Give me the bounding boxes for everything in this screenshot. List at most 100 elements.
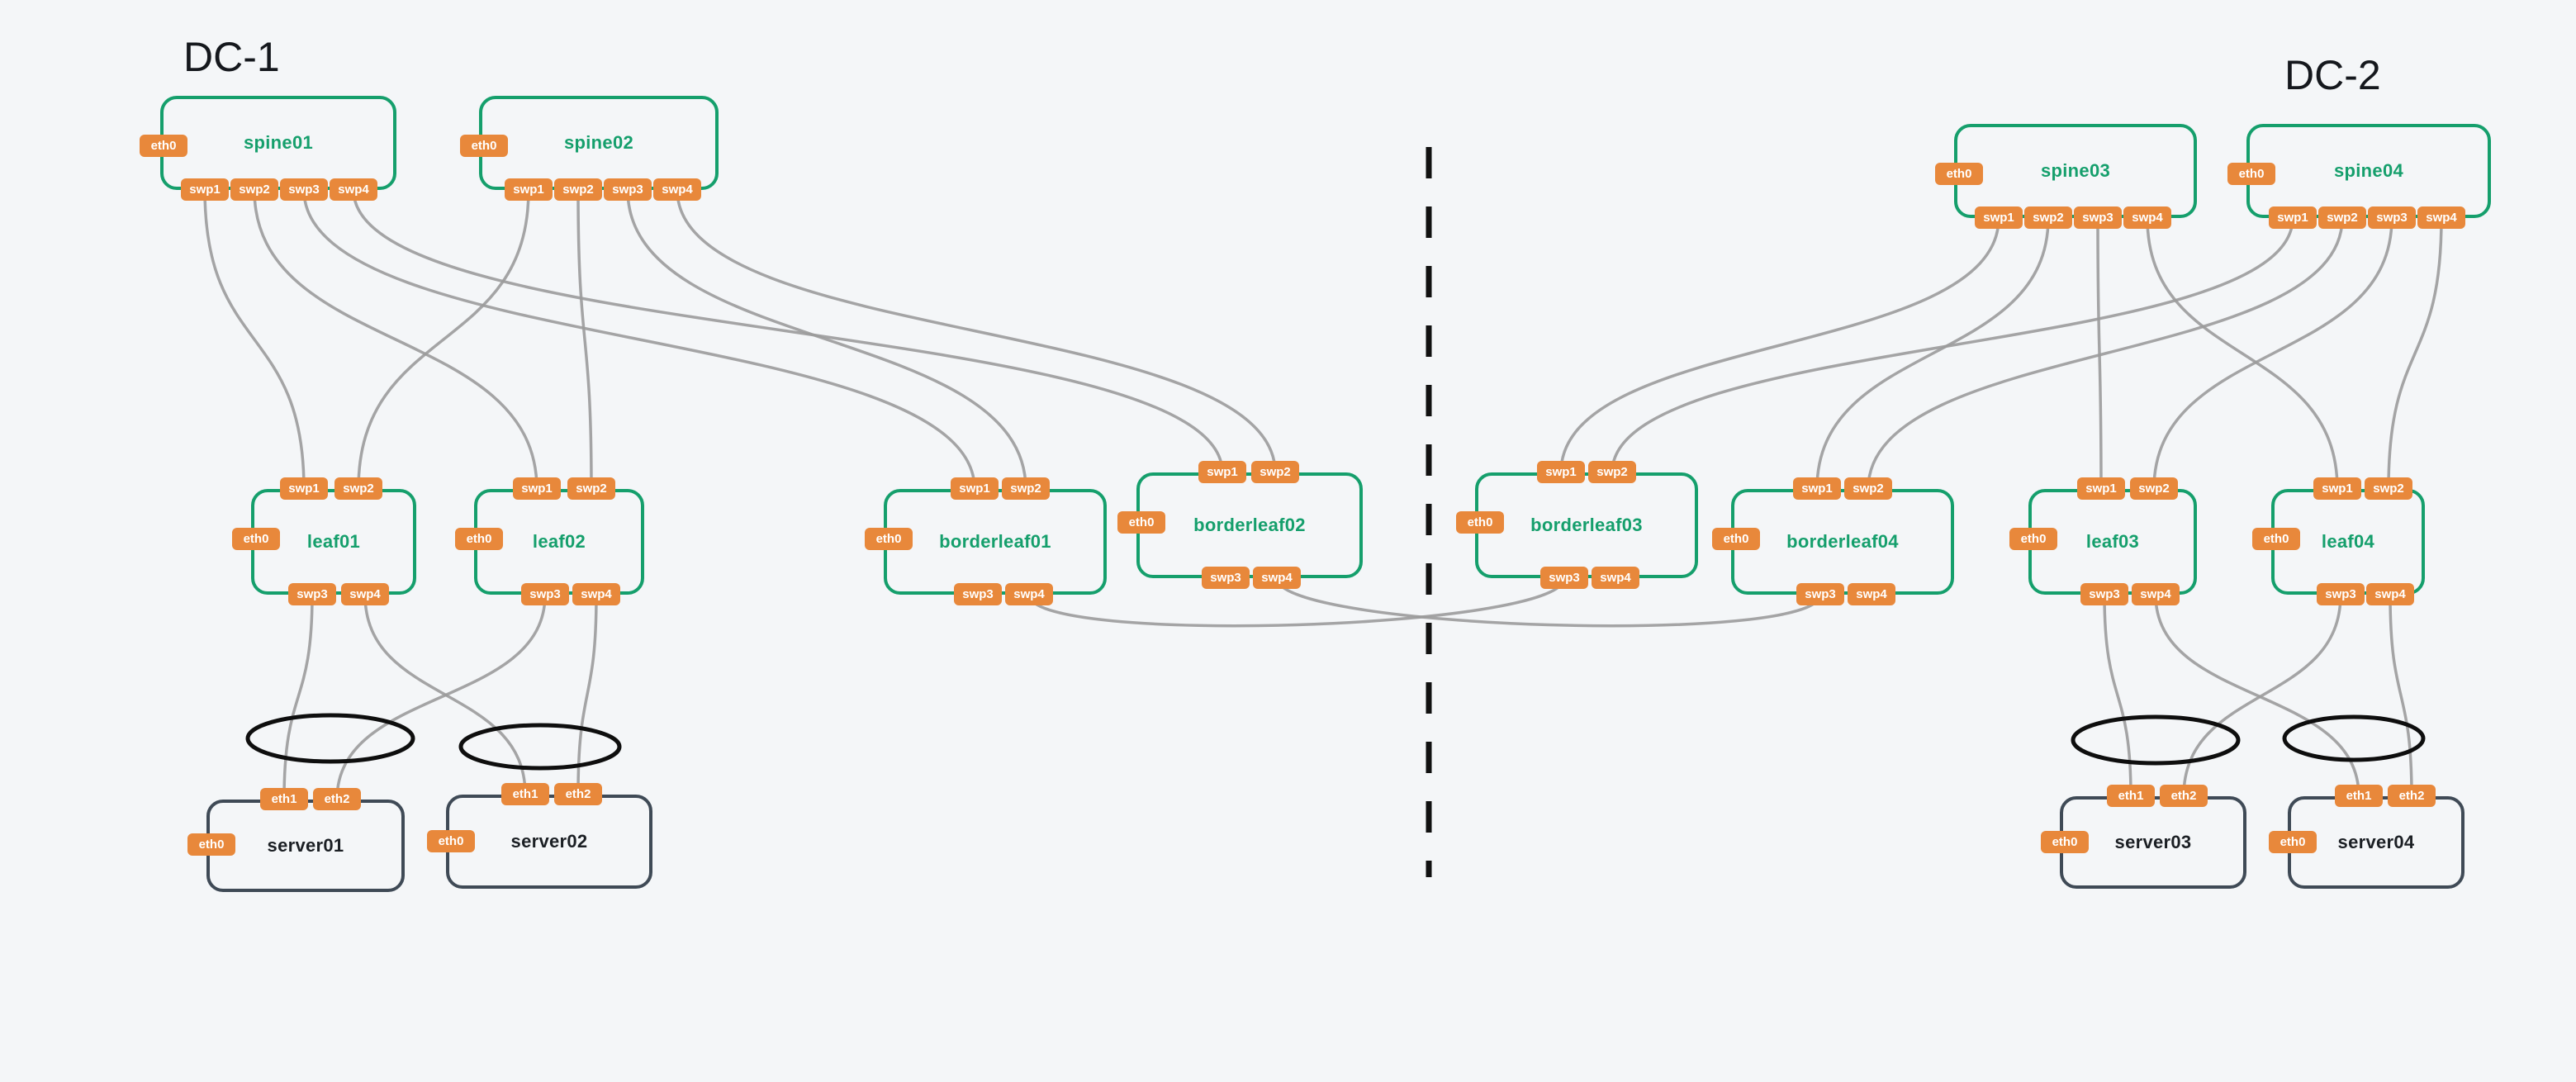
port-leaf01-swp4: swp4 — [341, 583, 389, 605]
port-spine02-eth0: eth0 — [460, 135, 508, 157]
port-leaf01-swp2: swp2 — [334, 477, 382, 500]
port-spine01-eth0: eth0 — [140, 135, 187, 157]
port-leaf03-eth0: eth0 — [2009, 528, 2057, 550]
dc1-label: DC-1 — [183, 34, 280, 80]
link-leaf04.swp4--server04.eth2 — [2389, 594, 2413, 797]
port-leaf03-swp4: swp4 — [2132, 583, 2180, 605]
node-borderleaf02[interactable]: borderleaf02 — [1136, 472, 1363, 578]
link-spine04.swp4--leaf04.swp2 — [2387, 217, 2443, 490]
port-borderleaf02-swp2: swp2 — [1251, 461, 1299, 483]
link-borderleaf01.swp4--borderleaf03.swp3 — [1027, 577, 1566, 628]
node-borderleaf04[interactable]: borderleaf04 — [1731, 489, 1954, 595]
port-borderleaf03-swp3: swp3 — [1540, 567, 1588, 589]
port-leaf03-swp1: swp1 — [2077, 477, 2125, 500]
port-spine01-swp1: swp1 — [181, 178, 229, 201]
port-spine03-swp1: swp1 — [1975, 206, 2023, 229]
port-server02-eth1: eth1 — [501, 783, 549, 805]
node-server01[interactable]: server01 — [206, 800, 405, 892]
port-borderleaf04-swp1: swp1 — [1793, 477, 1841, 500]
port-leaf02-eth0: eth0 — [455, 528, 503, 550]
port-borderleaf01-swp3: swp3 — [954, 583, 1002, 605]
port-borderleaf04-swp2: swp2 — [1844, 477, 1892, 500]
node-spine01[interactable]: spine01 — [160, 96, 396, 190]
port-leaf02-swp3: swp3 — [521, 583, 569, 605]
node-spine02[interactable]: spine02 — [479, 96, 719, 190]
port-server03-eth2: eth2 — [2160, 785, 2208, 807]
node-spine03[interactable]: spine03 — [1954, 124, 2197, 218]
port-server01-eth2: eth2 — [313, 788, 361, 810]
bond-ellipse-2 — [458, 723, 622, 771]
port-leaf01-swp3: swp3 — [288, 583, 336, 605]
node-label-leaf03: leaf03 — [2085, 531, 2140, 552]
link-spine04.swp3--leaf03.swp2 — [2152, 217, 2393, 490]
port-spine02-swp4: swp4 — [653, 178, 701, 201]
link-borderleaf02.swp4--borderleaf04.swp3 — [1275, 577, 1822, 628]
port-server02-eth2: eth2 — [554, 783, 602, 805]
link-spine03.swp2--borderleaf04.swp1 — [1815, 217, 2050, 490]
port-spine04-swp1: swp1 — [2269, 206, 2317, 229]
port-spine01-swp3: swp3 — [280, 178, 328, 201]
port-server01-eth0: eth0 — [187, 833, 235, 856]
port-spine02-swp2: swp2 — [554, 178, 602, 201]
port-spine03-swp2: swp2 — [2024, 206, 2072, 229]
port-borderleaf01-swp2: swp2 — [1002, 477, 1050, 500]
node-label-server01: server01 — [267, 835, 344, 856]
port-server04-eth2: eth2 — [2388, 785, 2436, 807]
node-label-server03: server03 — [2114, 832, 2192, 852]
port-leaf04-eth0: eth0 — [2252, 528, 2300, 550]
port-borderleaf02-swp4: swp4 — [1253, 567, 1301, 589]
port-leaf01-eth0: eth0 — [232, 528, 280, 550]
port-borderleaf03-swp4: swp4 — [1592, 567, 1639, 589]
node-label-leaf04: leaf04 — [2321, 531, 2375, 552]
node-borderleaf01[interactable]: borderleaf01 — [884, 489, 1107, 595]
node-label-spine04: spine04 — [2333, 160, 2404, 181]
link-spine04.swp1--borderleaf03.swp2 — [1611, 217, 2294, 473]
port-server03-eth1: eth1 — [2107, 785, 2155, 807]
port-borderleaf02-swp1: swp1 — [1198, 461, 1246, 483]
node-label-spine03: spine03 — [2040, 160, 2111, 181]
port-leaf04-swp3: swp3 — [2317, 583, 2365, 605]
port-leaf04-swp1: swp1 — [2313, 477, 2361, 500]
node-label-server02: server02 — [510, 831, 588, 852]
port-spine04-swp2: swp2 — [2318, 206, 2366, 229]
link-leaf01.swp3--server01.eth1 — [282, 594, 314, 800]
port-borderleaf04-swp4: swp4 — [1848, 583, 1895, 605]
node-spine04[interactable]: spine04 — [2246, 124, 2491, 218]
port-borderleaf02-eth0: eth0 — [1117, 511, 1165, 534]
node-borderleaf03[interactable]: borderleaf03 — [1475, 472, 1698, 578]
port-leaf02-swp2: swp2 — [567, 477, 615, 500]
port-server01-eth1: eth1 — [260, 788, 308, 810]
port-leaf04-swp2: swp2 — [2365, 477, 2412, 500]
bond-ellipse-3 — [2071, 714, 2241, 766]
node-label-borderleaf02: borderleaf02 — [1193, 515, 1306, 535]
port-leaf03-swp2: swp2 — [2130, 477, 2178, 500]
port-spine04-swp4: swp4 — [2417, 206, 2465, 229]
port-borderleaf01-eth0: eth0 — [865, 528, 913, 550]
port-server04-eth0: eth0 — [2269, 831, 2317, 853]
port-server03-eth0: eth0 — [2041, 831, 2089, 853]
link-leaf03.swp3--server03.eth1 — [2103, 594, 2132, 797]
node-label-server04: server04 — [2337, 832, 2415, 852]
node-label-leaf02: leaf02 — [532, 531, 586, 552]
link-spine04.swp2--borderleaf04.swp2 — [1867, 217, 2344, 490]
port-spine01-swp4: swp4 — [330, 178, 377, 201]
port-spine03-eth0: eth0 — [1935, 163, 1983, 185]
port-spine04-eth0: eth0 — [2227, 163, 2275, 185]
port-borderleaf03-swp1: swp1 — [1537, 461, 1585, 483]
port-leaf03-swp3: swp3 — [2080, 583, 2128, 605]
node-label-leaf01: leaf01 — [306, 531, 361, 552]
port-spine03-swp4: swp4 — [2123, 206, 2171, 229]
link-spine01.swp1--leaf01.swp1 — [203, 189, 306, 490]
port-spine03-swp3: swp3 — [2074, 206, 2122, 229]
port-server04-eth1: eth1 — [2335, 785, 2383, 807]
link-spine01.swp4--borderleaf02.swp1 — [352, 189, 1224, 473]
node-label-spine02: spine02 — [563, 132, 634, 153]
port-borderleaf01-swp1: swp1 — [951, 477, 999, 500]
port-borderleaf01-swp4: swp4 — [1005, 583, 1053, 605]
port-borderleaf04-swp3: swp3 — [1796, 583, 1844, 605]
link-leaf02.swp4--server02.eth2 — [576, 594, 598, 795]
node-server02[interactable]: server02 — [446, 795, 652, 889]
node-label-borderleaf01: borderleaf01 — [939, 531, 1051, 552]
